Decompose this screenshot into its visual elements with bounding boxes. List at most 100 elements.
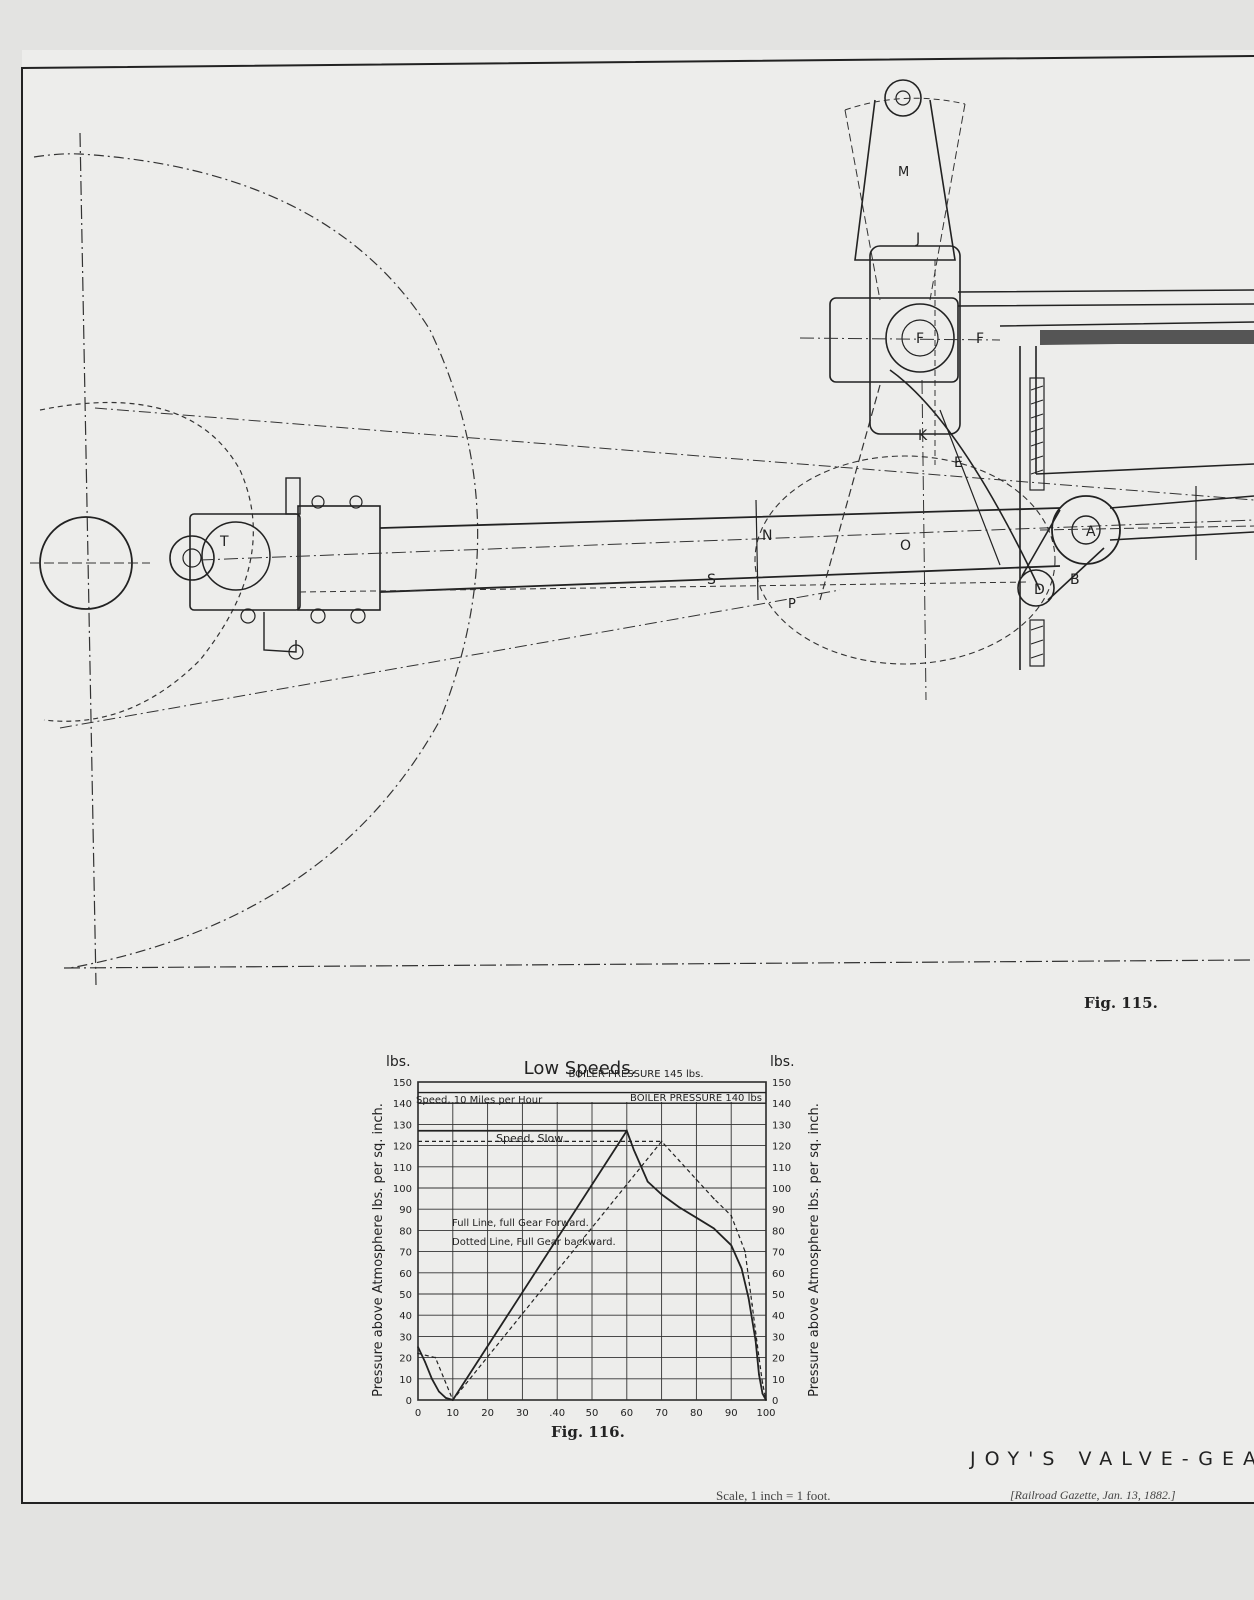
series-0-point — [730, 1244, 732, 1247]
y-tick-right: 0 — [772, 1396, 778, 1407]
series-0-point — [758, 1373, 760, 1376]
label-T: T — [219, 534, 229, 550]
lever-swing-right — [929, 103, 966, 301]
upper-construction-line — [94, 407, 1254, 501]
series-1-point — [452, 1399, 454, 1401]
pin-A — [1071, 515, 1101, 545]
lower-construction-line — [59, 589, 841, 729]
x-tick: .40 — [549, 1408, 565, 1419]
ground-line — [63, 959, 1254, 969]
y-tick-right: 120 — [772, 1142, 791, 1153]
rod-centre-line — [199, 519, 1254, 561]
series-0-point — [424, 1361, 426, 1363]
y-tick-right: 30 — [772, 1332, 785, 1343]
bolt-5 — [240, 608, 256, 624]
label-K: K — [918, 428, 928, 444]
y-tick-left: 30 — [399, 1332, 412, 1343]
vertical-center-line — [79, 132, 97, 986]
speed-slow-label: Speed, Slow. — [496, 1132, 566, 1145]
y-tick-right: 20 — [772, 1354, 785, 1365]
y-tick-right: 70 — [772, 1248, 785, 1259]
x-tick: 10 — [446, 1408, 459, 1419]
unit-left: lbs. — [386, 1054, 411, 1070]
series-0-point — [646, 1180, 649, 1183]
die-block — [869, 245, 961, 435]
series-0-point — [761, 1392, 764, 1395]
x-tick: 50 — [586, 1408, 599, 1419]
x-tick: 100 — [756, 1408, 775, 1419]
y-tick-left: 80 — [399, 1226, 412, 1237]
series-1-point — [434, 1356, 437, 1359]
y-tick-left: 10 — [399, 1375, 412, 1386]
boiler-pressure-140-label: BOILER PRESSURE 140 lbs — [630, 1093, 762, 1104]
series-0-point — [626, 1129, 628, 1132]
bracket — [1019, 346, 1037, 670]
y-tick-left: 140 — [393, 1099, 412, 1110]
guide-hatch — [1029, 377, 1045, 491]
series-1-point — [417, 1352, 419, 1355]
series-1-point — [713, 1197, 715, 1200]
x-tick: 80 — [690, 1408, 703, 1419]
rod-lower-line — [299, 581, 1031, 593]
guide-hatch-lower — [1029, 619, 1045, 667]
crosshead-eye — [169, 535, 215, 581]
y-tick-right: 60 — [772, 1269, 785, 1280]
bolt-2 — [349, 495, 363, 509]
lever-sweep-arc — [844, 97, 966, 111]
series-1-point — [730, 1214, 732, 1217]
y-tick-right: 10 — [772, 1375, 785, 1386]
unit-right: lbs. — [770, 1054, 795, 1070]
label-N: N — [762, 528, 772, 544]
series-0-point — [632, 1149, 635, 1151]
y-tick-left: 100 — [393, 1184, 412, 1195]
chart-series — [417, 1091, 767, 1402]
crosshead-block — [189, 513, 301, 611]
plate-title: JOY'S VALVE-GEA — [970, 1448, 1254, 1470]
y-tick-right: 40 — [772, 1311, 785, 1322]
label-E: E — [954, 455, 963, 471]
y-axis-label-right: Pressure above Atmosphere lbs. per sq. i… — [807, 1103, 822, 1397]
chart-grid — [417, 1081, 767, 1401]
x-tick: 0 — [415, 1408, 421, 1419]
link-E — [889, 369, 1041, 591]
label-S: S — [707, 572, 716, 588]
y-tick-left: 20 — [399, 1354, 412, 1365]
y-tick-left: 110 — [393, 1163, 412, 1174]
y-tick-right: 130 — [772, 1120, 791, 1131]
label-D: D — [1034, 582, 1045, 598]
adjusting-screw — [263, 612, 297, 653]
legend-full-line: Full Line, full Gear Forward. — [452, 1218, 589, 1229]
label-O: O — [900, 538, 911, 554]
swing-lever-M — [854, 99, 956, 261]
label-B: B — [1070, 572, 1080, 588]
series-0-point — [445, 1397, 447, 1399]
y-tick-left: 70 — [399, 1248, 412, 1259]
series-0-point — [417, 1346, 419, 1348]
fig-115-caption: Fig. 115. — [1084, 994, 1158, 1012]
crosshead-lug — [285, 477, 301, 515]
scale-note: Scale, 1 inch = 1 foot. — [716, 1488, 831, 1503]
series-1-point — [761, 1382, 764, 1384]
boiler-pressure-145-label: BOILER PRESSURE 145 lbs. — [568, 1069, 703, 1080]
pin-D-boss — [1017, 569, 1055, 607]
x-tick: 70 — [655, 1408, 668, 1419]
screw-nut — [288, 644, 304, 660]
label-M: M — [898, 165, 909, 180]
series-1-point — [744, 1250, 746, 1253]
guide-hatching — [1030, 385, 1044, 659]
source-citation: [Railroad Gazette, Jan. 13, 1882.] — [1010, 1488, 1176, 1502]
series-1-point — [678, 1159, 680, 1162]
label-F: F — [916, 331, 924, 347]
series-1-point — [765, 1399, 767, 1401]
fig-116-caption: Fig. 116. — [551, 1423, 625, 1441]
bolt-3 — [310, 608, 326, 624]
A-centre-line — [1039, 525, 1254, 531]
series-0-point — [747, 1297, 750, 1300]
connecting-rod — [379, 507, 1061, 593]
series-0-point — [713, 1227, 715, 1230]
label-J: J — [915, 231, 920, 247]
inner-crank-arc — [39, 401, 254, 722]
series-0-point — [754, 1339, 757, 1342]
label-F2: F — [976, 331, 984, 347]
